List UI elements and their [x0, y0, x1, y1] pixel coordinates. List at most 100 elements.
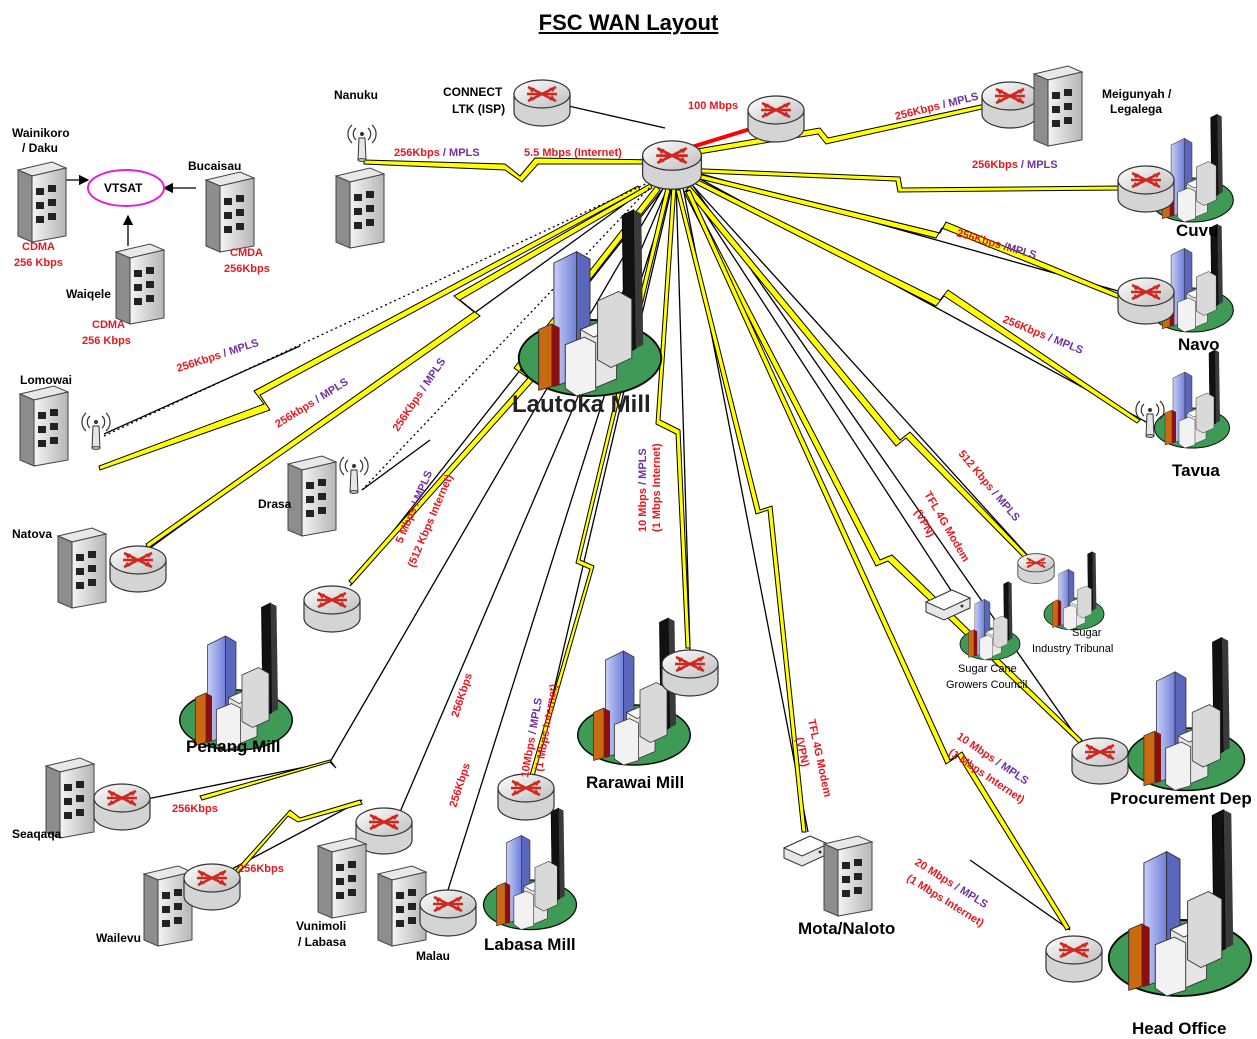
diagram-title: FSC WAN Layout [538, 10, 719, 35]
cdma-bucaisau-2: 256Kbps [224, 263, 270, 275]
label-connect-1: CONNECT [443, 85, 503, 99]
natova-router-icon [108, 544, 168, 594]
cdma-bucaisau-1: CMDA [230, 247, 263, 259]
label-navo: Navo [1178, 335, 1220, 354]
tavua-campus-icon [1154, 349, 1230, 449]
link-lomowai-dotted [103, 181, 651, 437]
mota-server-icon [823, 835, 873, 917]
label-vtsat: VTSAT [104, 181, 143, 195]
navo-router-icon [1116, 276, 1176, 326]
nanuku-link-label: 256Kbps / MPLS [394, 147, 480, 159]
waiqele-server-icon [115, 243, 165, 325]
growers-campus-icon [959, 581, 1021, 661]
label-cuvu: Cuvu [1176, 221, 1219, 240]
link-nanuku [363, 157, 663, 183]
labasa-router-icon [496, 772, 556, 822]
seaqaqa-router-icon [92, 782, 152, 832]
label-vunimoli-2: / Labasa [298, 935, 346, 949]
label-head-office: Head Office [1132, 1019, 1226, 1038]
label-waiqele: Waiqele [66, 287, 111, 301]
link-tribunal [683, 175, 1031, 559]
cuvu-router-icon [1116, 164, 1176, 214]
link-rarawai-y [655, 185, 691, 649]
label-natova: Natova [12, 527, 52, 541]
link-lomowai [103, 345, 301, 435]
label-wainikoro-1: Wainikoro [12, 126, 70, 140]
bucaisau-server-icon [205, 171, 255, 253]
label-seaqaqa: Seaqaqa [12, 827, 62, 841]
label-connect-2: LTK (ISP) [452, 102, 505, 116]
penang-campus-icon [179, 602, 293, 751]
connect-isp-router-icon [512, 78, 572, 128]
rarawai-router-icon [660, 648, 720, 698]
penang-router-icon [302, 584, 362, 634]
drasa-server-icon [287, 455, 337, 537]
label-tribunal-1: Sugar [1072, 627, 1102, 639]
malau-router-icon [418, 888, 478, 938]
label-penang: Penang Mill [186, 737, 280, 756]
link-wailevu-y [235, 799, 363, 875]
label-drasa: Drasa [258, 497, 292, 511]
nanuku-server-icon [335, 167, 385, 249]
link-lomowai-y [98, 185, 641, 471]
tribunal-router-icon [1016, 552, 1056, 585]
label-labasa: Labasa Mill [484, 935, 576, 954]
label-growers-1: Sugar Cane [958, 663, 1017, 675]
seaqaqa-link-label: 256Kbps [172, 803, 218, 815]
isp-router-icon [746, 94, 806, 144]
label-wainikoro-2: / Daku [22, 141, 58, 155]
label-vunimoli-1: Vunimoli [296, 919, 346, 933]
link-connect-isp [563, 104, 666, 129]
natova-server-icon [57, 527, 107, 609]
link-rarawai [675, 179, 691, 651]
vunimoli-server-icon [317, 837, 367, 919]
link-tavua-y [687, 175, 1141, 424]
meigunyah-server-icon [1033, 65, 1083, 147]
wailevu-link-label: 256Kbps [238, 863, 284, 875]
meigunyah-router-icon [980, 80, 1040, 130]
seaqaqa-server-icon [45, 757, 95, 839]
label-rarawai: Rarawai Mill [586, 773, 684, 792]
link-drasa [361, 439, 431, 491]
malau-server-icon [377, 865, 427, 947]
lomowai-server-icon [19, 385, 69, 467]
cdma-waiqele-1: CDMA [92, 319, 125, 331]
label-lautoka: Lautoka Mill [512, 391, 651, 418]
link-natova-y [145, 183, 653, 549]
procurement-campus-icon [1126, 636, 1246, 792]
wainikoro-server-icon [17, 161, 67, 243]
core-router-icon [641, 139, 703, 191]
nanuku-antenna-icon [347, 124, 377, 163]
label-wailevu: Wailevu [96, 931, 141, 945]
label-tribunal-2: Industry Tribunal [1032, 643, 1113, 655]
natova-link-label: 256kbps / MPLS [273, 376, 350, 431]
link-seaqaqa-y [199, 759, 337, 801]
malau-link-label: 256Kbps [447, 762, 473, 809]
isp-speed-label: 100 Mbps [688, 100, 738, 112]
link-labasa [533, 181, 674, 776]
link-drasa-dotted [361, 181, 656, 491]
label-mota: Mota/Naloto [798, 919, 895, 938]
rarawai-link-label: 10 Mbps / MPLS [637, 448, 649, 532]
label-meigunyah-2: Legalega [1110, 102, 1162, 116]
link-mota-y [675, 189, 807, 833]
label-tavua: Tavua [1172, 461, 1220, 480]
label-growers-2: Growers Council [946, 679, 1027, 691]
labasa-campus-icon [482, 807, 578, 931]
link-penang [349, 179, 671, 587]
lomowai-antenna-icon [81, 412, 111, 451]
label-lomowai: Lomowai [20, 373, 72, 387]
cdma-wainikoro-1: CDMA [22, 241, 55, 253]
cuvu-link-label: 256Kbps / MPLS [972, 159, 1058, 171]
cdma-waiqele-2: 256 Kbps [82, 335, 131, 347]
link-head-office-y [685, 189, 1071, 931]
link-growers [681, 177, 953, 593]
label-procurement: Procurement Dep [1110, 789, 1252, 808]
label-bucaisau: Bucaisau [188, 159, 241, 173]
mota-modem-icon [783, 835, 829, 867]
rarawai-internet-label: (1 Mbps Internet) [651, 443, 663, 532]
link-head-office [969, 859, 1071, 931]
label-nanuku: Nanuku [334, 88, 378, 102]
procurement-router-icon [1070, 736, 1130, 786]
